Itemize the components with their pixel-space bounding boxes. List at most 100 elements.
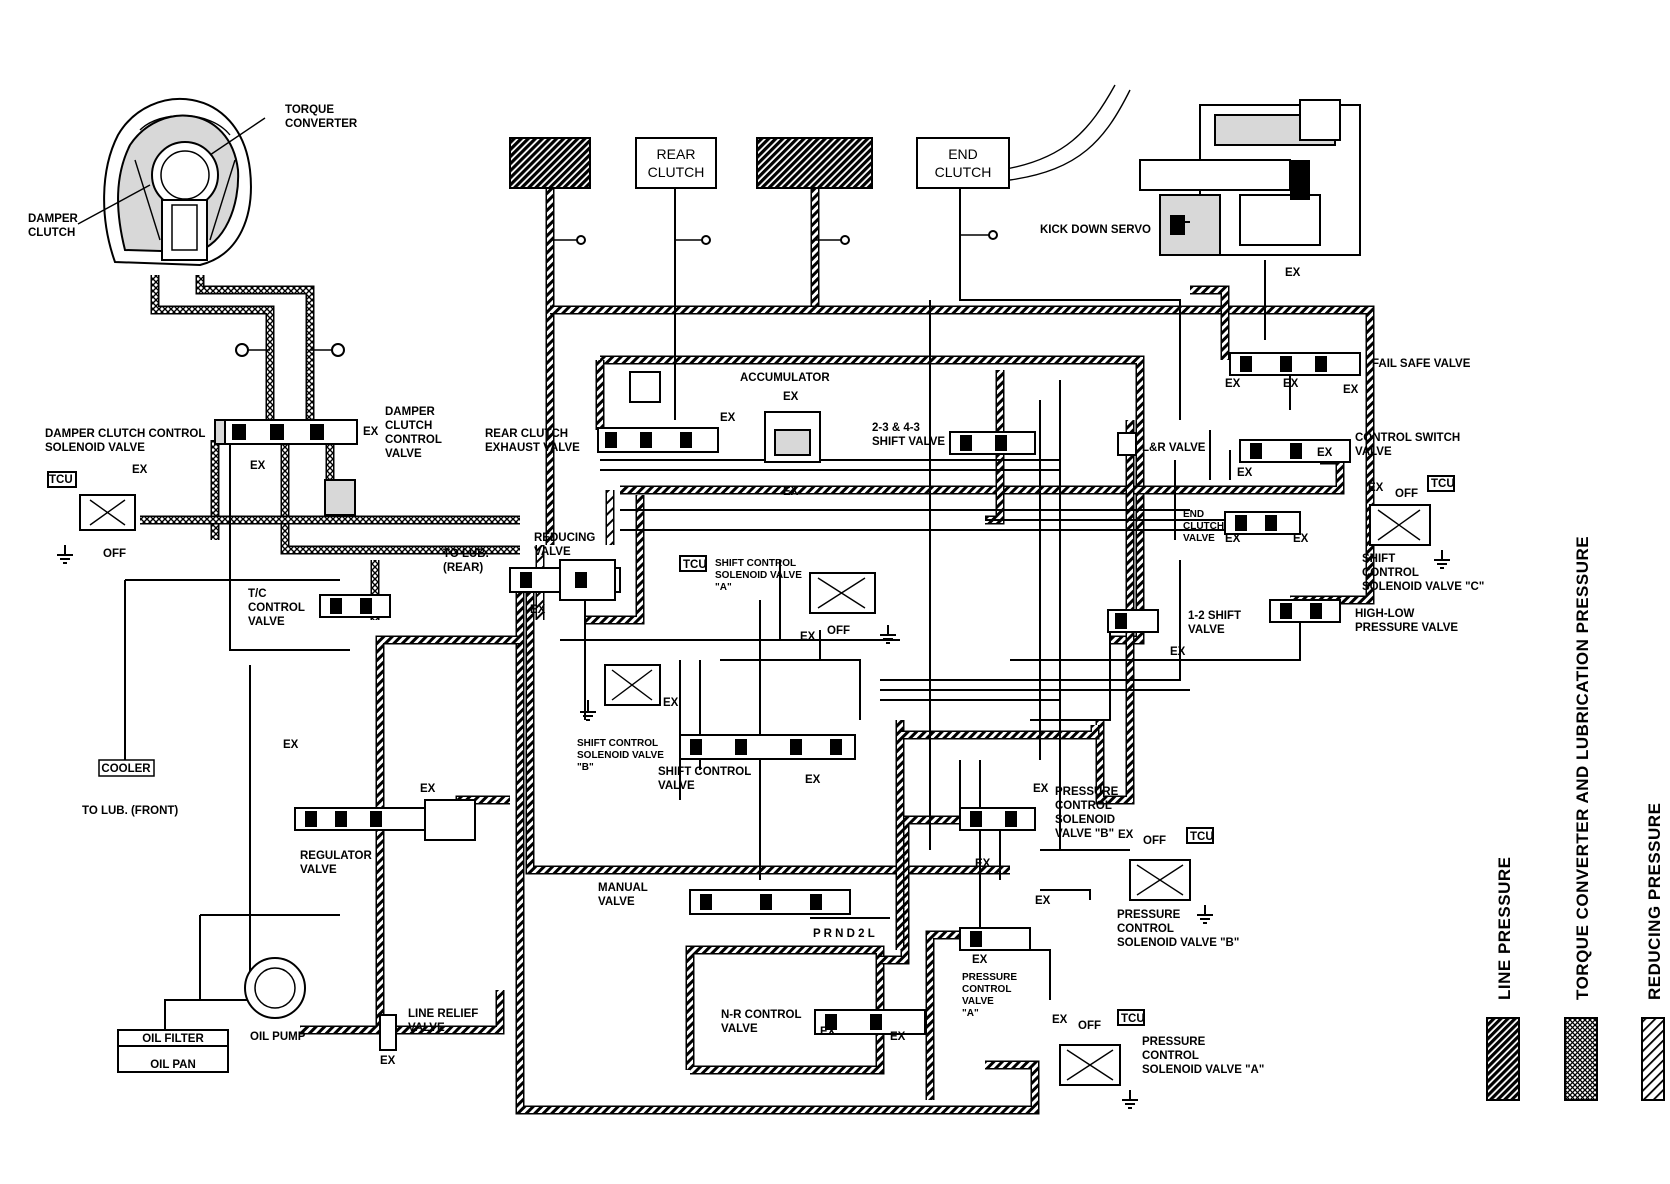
fail-safe-ex-1: EX (1225, 378, 1241, 390)
solenoid-c-label-2: CONTROL (1362, 567, 1419, 579)
damper-solenoid-label-2: SOLENOID VALVE (45, 442, 145, 454)
solenoid-a-ex: EX (800, 631, 816, 643)
pcs-b-upper-label-1: PRESSURE (1055, 786, 1119, 798)
accumulator-ex: EX (783, 391, 799, 403)
solenoid-c-ex: EX (1368, 482, 1384, 494)
nr-control-label-1: N-R CONTROL (721, 1009, 802, 1021)
shift-12-ex: EX (1170, 646, 1186, 658)
fail-safe-ex-2: EX (1283, 378, 1299, 390)
ground-symbols (57, 545, 1450, 1109)
solenoid-a-label-1: SHIFT CONTROL (715, 558, 796, 569)
solenoid-b-label-3: "B" (577, 762, 594, 773)
pcv-a-label-3: VALVE (962, 996, 994, 1007)
reducing-label-1: REDUCING (534, 532, 595, 544)
shift-23-label-1: 2-3 & 4-3 (872, 422, 920, 434)
reducing-label-2: VALVE (534, 546, 571, 558)
regulator-label-2: VALVE (300, 864, 337, 876)
solenoid-c-tcu: TCU (1431, 478, 1455, 490)
end-clutch-valve-ex-1: EX (1225, 533, 1241, 545)
damper-solenoid-label-1: DAMPER CLUTCH CONTROL (45, 428, 205, 440)
shift-control-valve-ex: EX (805, 774, 821, 786)
pcs-a-label-3: SOLENOID VALVE "A" (1142, 1064, 1264, 1076)
oil-pan-label: OIL PAN (150, 1059, 196, 1071)
damper-clutch-label-1: DAMPER (28, 213, 79, 225)
cooler-box (98, 759, 155, 777)
line-relief-label-1: LINE RELIEF (408, 1008, 478, 1020)
top-clutch-boxes (235, 137, 1010, 357)
end-clutch-valve-label-1: END (1183, 509, 1204, 520)
solenoid-b-label-2: SOLENOID VALVE (577, 750, 664, 761)
end-clutch-valve-ex-2: EX (1293, 533, 1309, 545)
legend-swatch-torque-converter (1564, 1017, 1598, 1101)
end-clutch-valve-label-2: CLUTCH (1183, 521, 1224, 532)
pcs-b-upper-label-3: SOLENOID (1055, 814, 1115, 826)
accumulator-ex-bottom: EX (783, 486, 799, 498)
pcs-a-tcu: TCU (1121, 1013, 1145, 1025)
end-clutch-box (916, 137, 1010, 189)
solenoid-b-ex: EX (663, 697, 679, 709)
pcs-b-lower-label-1: PRESSURE (1117, 909, 1181, 921)
shift-control-valve-label-1: SHIFT CONTROL (658, 766, 751, 778)
end-clutch-label-2: CLUTCH (935, 164, 992, 180)
to-lub-front-label: TO LUB. (FRONT) (82, 805, 178, 817)
tc-control-label-2: CONTROL (248, 602, 305, 614)
pcv-a-ex-1: EX (1035, 895, 1051, 907)
line-relief-ex: EX (380, 1055, 396, 1067)
damper-solenoid-ex: EX (132, 464, 148, 476)
damper-clutch-label-2: CLUTCH (28, 227, 75, 239)
selector-positions: P R N D 2 L (813, 928, 875, 940)
rear-clutch-exhaust-ex: EX (720, 412, 736, 424)
solenoid-c-label-3: SOLENOID VALVE "C" (1362, 581, 1484, 593)
hatched-clutch-box-2 (756, 137, 873, 189)
solenoid-b-label-1: SHIFT CONTROL (577, 738, 658, 749)
cooler-label: COOLER (101, 763, 151, 775)
pcs-b-upper-label-2: CONTROL (1055, 800, 1112, 812)
shift-23-label-2: SHIFT VALVE (872, 436, 945, 448)
pcs-a-off: OFF (1078, 1020, 1101, 1032)
to-lub-rear-label-2: (REAR) (443, 562, 483, 574)
fail-safe-label: FAIL SAFE VALVE (1372, 358, 1471, 370)
pcv-a-ex-2: EX (972, 954, 988, 966)
tc-control-label-3: VALVE (248, 616, 285, 628)
line-relief-label-2: VALVE (408, 1022, 445, 1034)
pcs-a-label-2: CONTROL (1142, 1050, 1199, 1062)
hatched-clutch-box-1 (509, 137, 591, 189)
shift-12-label-1: 1-2 SHIFT (1188, 610, 1241, 622)
control-switch-ex-1: EX (1237, 467, 1253, 479)
pcs-b-upper-label-4: VALVE "B" (1055, 828, 1114, 840)
torque-converter (103, 97, 252, 267)
kick-down-servo-label: KICK DOWN SERVO (1040, 224, 1151, 236)
nr-control-ex-2: EX (890, 1031, 906, 1043)
damper-solenoid-tcu: TCU (49, 474, 73, 486)
high-low-label-2: PRESSURE VALVE (1355, 622, 1458, 634)
damper-valve-ex-1: EX (250, 460, 266, 472)
solenoid-a-off: OFF (827, 625, 850, 637)
end-clutch-label-1: END (948, 146, 978, 162)
pcv-a-label-2: CONTROL (962, 984, 1011, 995)
torque-converter-label-1: TORQUE (285, 104, 334, 116)
legend (1486, 1017, 1665, 1101)
damper-control-valve-label-3: CONTROL (385, 434, 442, 446)
kick-down-servo (999, 84, 1361, 256)
torque-converter-label-2: CONVERTER (285, 118, 358, 130)
rear-clutch-label-2: CLUTCH (648, 164, 705, 180)
regulator-label-1: REGULATOR (300, 850, 372, 862)
solenoid-a-label-2: SOLENOID VALVE (715, 570, 802, 581)
manual-valve-label-1: MANUAL (598, 882, 648, 894)
tc-control-label-1: T/C (248, 588, 267, 600)
damper-solenoid-off: OFF (103, 548, 126, 560)
pcv-b-ex: EX (1033, 783, 1049, 795)
regulator-ex-1: EX (283, 739, 299, 751)
fail-safe-ex-3: EX (1343, 384, 1359, 396)
pcs-b-off: OFF (1143, 835, 1166, 847)
damper-control-valve-label-1: DAMPER (385, 406, 436, 418)
accumulator-label: ACCUMULATOR (740, 372, 830, 384)
damper-control-valve-label-2: CLUTCH (385, 420, 432, 432)
solenoid-c-label-1: SHIFT (1362, 553, 1395, 565)
pcs-a-label-1: PRESSURE (1142, 1036, 1206, 1048)
regulator-ex-2: EX (420, 783, 436, 795)
manual-valve-label-2: VALVE (598, 896, 635, 908)
nr-control-ex-1: EX (820, 1026, 836, 1038)
legend-label-torque-converter: TORQUE CONVERTER AND LUBRICATION PRESSUR… (1573, 536, 1592, 1000)
